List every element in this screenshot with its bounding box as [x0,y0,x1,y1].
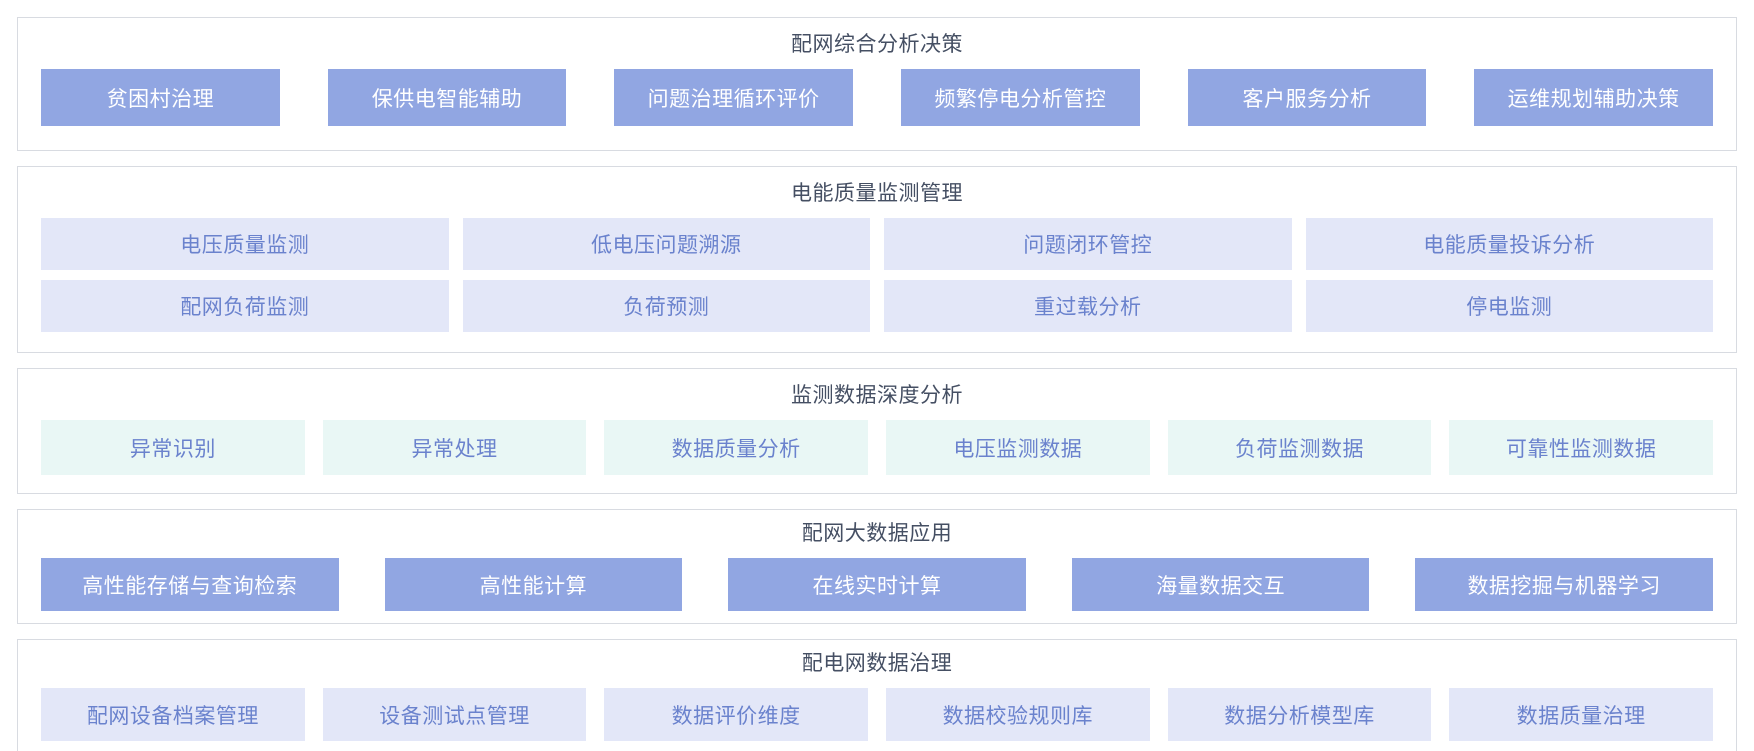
tile-button[interactable]: 在线实时计算 [728,558,1026,611]
tile-button[interactable]: 负荷监测数据 [1167,420,1432,475]
section-monitoring-data-deep-analysis: 监测数据深度分析异常识别异常处理数据质量分析电压监测数据负荷监测数据可靠性监测数… [17,368,1737,494]
tile-button[interactable]: 重过载分析 [884,280,1292,332]
tile-button[interactable]: 问题闭环管控 [884,218,1292,270]
tile-button[interactable]: 数据质量分析 [604,420,868,475]
tile-button[interactable]: 低电压问题溯源 [462,218,870,270]
button-row: 配网负荷监测负荷预测重过载分析停电监测 [41,280,1713,332]
tile-button[interactable]: 频繁停电分析管控 [901,69,1140,126]
section-title: 配网大数据应用 [801,522,953,545]
section-title: 监测数据深度分析 [791,384,963,407]
section-data-governance: 配电网数据治理配网设备档案管理设备测试点管理数据评价维度数据校验规则库数据分析模… [17,639,1737,751]
section-title: 电能质量监测管理 [791,182,963,205]
section-title: 配网综合分析决策 [791,33,963,56]
button-row: 贫困村治理保供电智能辅助问题治理循环评价频繁停电分析管控客户服务分析运维规划辅助… [41,69,1713,126]
tile-button[interactable]: 异常处理 [322,420,587,475]
button-row: 异常识别异常处理数据质量分析电压监测数据负荷监测数据可靠性监测数据 [41,420,1713,475]
tile-button[interactable]: 异常识别 [41,420,305,475]
tile-button[interactable]: 海量数据交互 [1071,558,1370,611]
button-row: 电压质量监测低电压问题溯源问题闭环管控电能质量投诉分析 [41,218,1713,270]
tile-button[interactable]: 设备测试点管理 [322,688,587,741]
tile-button[interactable]: 运维规划辅助决策 [1474,69,1713,126]
tile-button[interactable]: 高性能计算 [384,558,683,611]
tile-button[interactable]: 电压监测数据 [885,420,1150,475]
tile-button[interactable]: 停电监测 [1305,280,1713,332]
section-power-quality-monitoring: 电能质量监测管理电压质量监测低电压问题溯源问题闭环管控电能质量投诉分析配网负荷监… [17,166,1737,353]
section-big-data-application: 配网大数据应用高性能存储与查询检索高性能计算在线实时计算海量数据交互数据挖掘与机… [17,509,1737,624]
tile-button[interactable]: 数据校验规则库 [885,688,1150,741]
button-row: 高性能存储与查询检索高性能计算在线实时计算海量数据交互数据挖掘与机器学习 [41,558,1713,611]
button-row: 配网设备档案管理设备测试点管理数据评价维度数据校验规则库数据分析模型库数据质量治… [41,688,1713,741]
tile-button[interactable]: 数据评价维度 [604,688,868,741]
tile-button[interactable]: 可靠性监测数据 [1449,420,1713,475]
tile-button[interactable]: 客户服务分析 [1187,69,1427,126]
section-title: 配电网数据治理 [801,652,953,675]
tile-button[interactable]: 贫困村治理 [41,69,280,126]
tile-button[interactable]: 数据挖掘与机器学习 [1415,558,1713,611]
tile-button[interactable]: 问题治理循环评价 [614,69,853,126]
section-distribution-analysis-decision: 配网综合分析决策贫困村治理保供电智能辅助问题治理循环评价频繁停电分析管控客户服务… [17,17,1737,151]
tile-button[interactable]: 配网设备档案管理 [41,688,305,741]
tile-button[interactable]: 电压质量监测 [41,218,449,270]
tile-button[interactable]: 高性能存储与查询检索 [41,558,339,611]
tile-button[interactable]: 数据质量治理 [1449,688,1713,741]
tile-button[interactable]: 电能质量投诉分析 [1305,218,1713,270]
tile-button[interactable]: 配网负荷监测 [41,280,449,332]
tile-button[interactable]: 保供电智能辅助 [327,69,567,126]
tile-button[interactable]: 负荷预测 [462,280,870,332]
tile-button[interactable]: 数据分析模型库 [1167,688,1432,741]
